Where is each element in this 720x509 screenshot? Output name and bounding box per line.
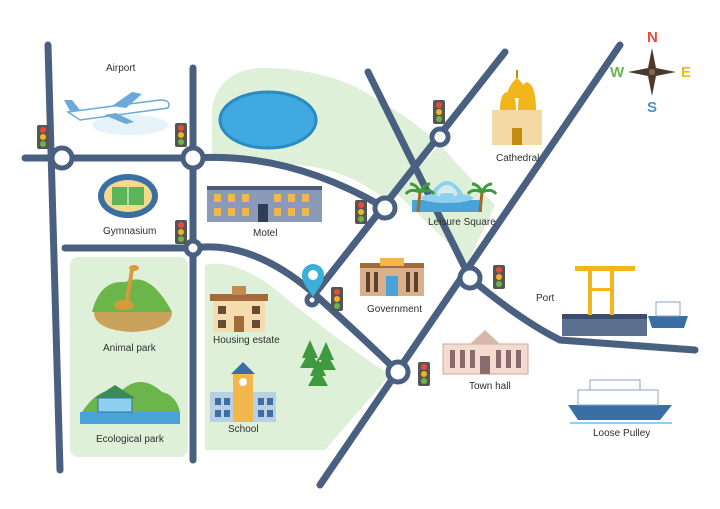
compass-rose-icon: N E S W: [610, 29, 691, 116]
label-government: Government: [367, 304, 422, 315]
ecological-park-icon: [80, 382, 180, 424]
road-main-diagonal: [316, 41, 624, 489]
roundabout-port: [457, 265, 483, 291]
road-port: [466, 274, 699, 354]
traffic-light-icon: [493, 265, 505, 289]
traffic-light-icon: [355, 200, 367, 224]
compass-north-label: N: [647, 29, 658, 46]
roundabout-leisure: [372, 195, 398, 221]
stadium-icon: [98, 174, 158, 218]
label-leisure-square: Leisure Square: [428, 217, 496, 228]
road-leisure-diagonal: [306, 48, 509, 304]
label-gymnasium: Gymnasium: [103, 226, 156, 237]
town-hall-building-icon: [442, 330, 529, 375]
label-cathedral: Cathedral: [496, 153, 539, 164]
compass-west-label: W: [610, 64, 625, 81]
traffic-light-icon: [331, 287, 343, 311]
traffic-lights: [37, 100, 505, 386]
roundabout-left: [49, 145, 75, 171]
cruise-ship-icon: [568, 379, 672, 424]
label-town-hall: Town hall: [469, 381, 511, 392]
road-left-vertical: [44, 41, 64, 474]
roundabout-gymnasium: [183, 238, 203, 258]
palm-tree-icon: [466, 182, 498, 213]
label-loose-pulley: Loose Pulley: [593, 428, 650, 439]
roundabout-cathedral: [429, 126, 451, 148]
place-labels: Airport Gymnasium Motel Cathedral Leisur…: [96, 63, 650, 445]
traffic-light-icon: [37, 125, 49, 149]
traffic-light-icon: [175, 123, 187, 147]
label-airport: Airport: [106, 63, 136, 74]
label-school: School: [228, 424, 259, 435]
label-port: Port: [536, 293, 555, 304]
school-building-icon: [210, 362, 276, 422]
road-top-horizontal: [21, 153, 389, 212]
label-animal-park: Animal park: [103, 343, 157, 354]
animal-park-icon: [92, 265, 172, 332]
road-upper-diagonal: [364, 68, 474, 282]
roundabout-townhall: [385, 359, 411, 385]
cathedral-icon: [492, 70, 542, 145]
label-housing-estate: Housing estate: [213, 335, 280, 346]
airplane-icon: [64, 92, 170, 135]
label-ecological-park: Ecological park: [96, 434, 165, 445]
label-motel: Motel: [253, 228, 277, 239]
palm-tree-icon: [404, 182, 436, 213]
compass-east-label: E: [681, 64, 691, 81]
roundabout-middle: [180, 145, 206, 171]
port-icon: [562, 266, 688, 336]
traffic-light-icon: [175, 220, 187, 244]
giraffe-icon: [114, 265, 139, 310]
compass-south-label: S: [647, 99, 657, 116]
house-icon: [210, 286, 268, 332]
roundabout-pin: [304, 292, 320, 308]
pine-trees-icon: [300, 340, 336, 386]
location-pin-icon: [302, 264, 324, 297]
government-building-icon: [360, 258, 424, 296]
traffic-light-icon: [433, 100, 445, 124]
lake: [218, 90, 318, 150]
motel-building-icon: [207, 186, 322, 222]
traffic-light-icon: [418, 362, 430, 386]
